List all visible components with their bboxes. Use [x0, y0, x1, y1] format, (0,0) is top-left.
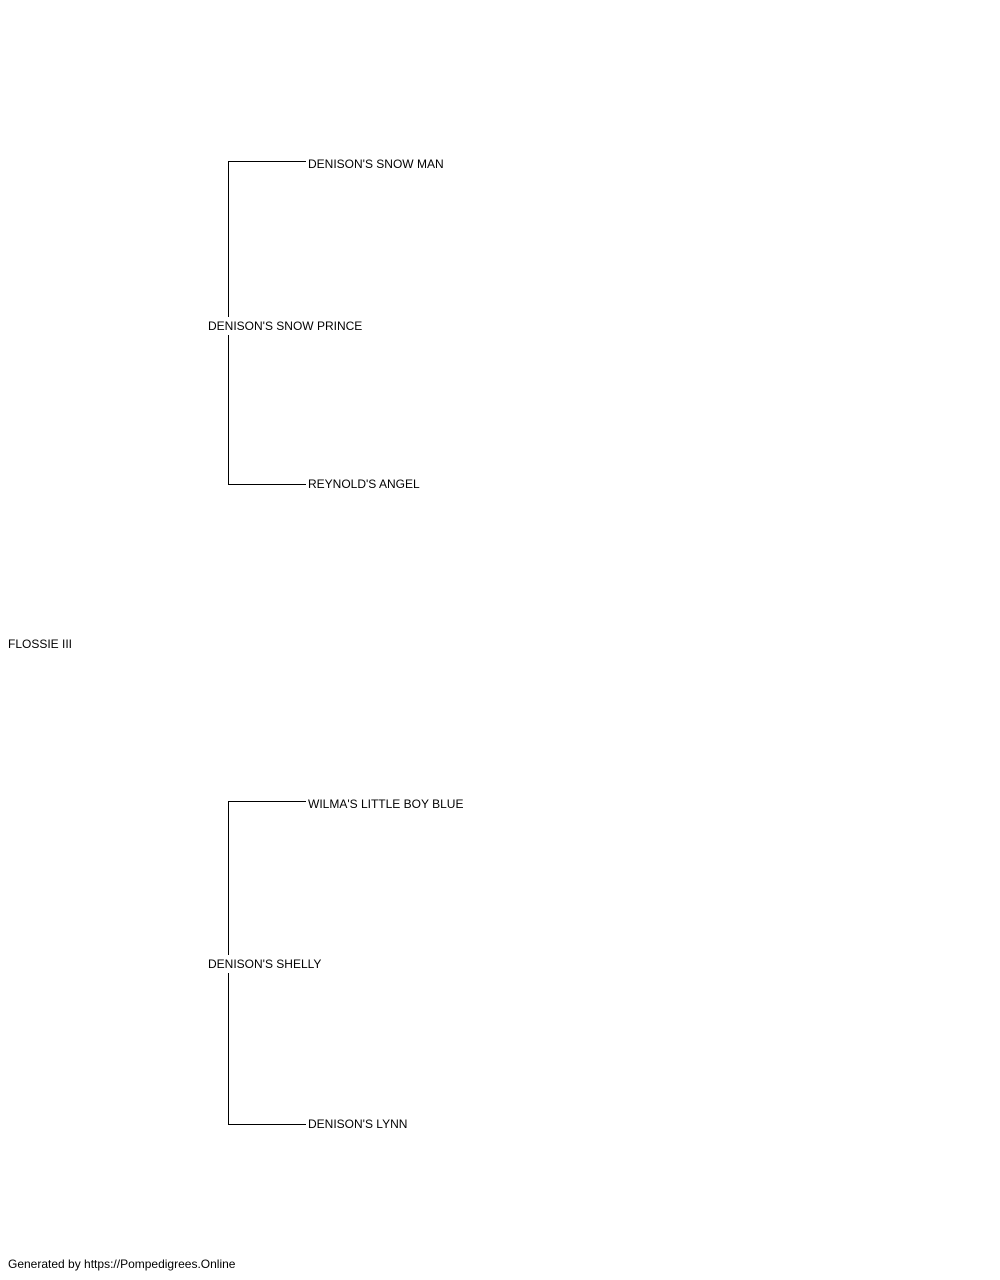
sire-branch-bottom-connector: [228, 484, 306, 485]
dam-branch-top-connector: [228, 801, 306, 802]
sire-branch-top-connector: [228, 161, 306, 162]
dam-branch-bottom-connector: [228, 1124, 306, 1125]
subject-name: FLOSSIE III: [8, 637, 73, 651]
footer-credit: Generated by https://Pompedigrees.Online: [8, 1257, 236, 1271]
maternal-grandsire-name: WILMA'S LITTLE BOY BLUE: [308, 797, 464, 811]
paternal-granddam-name: REYNOLD'S ANGEL: [308, 477, 420, 491]
maternal-granddam-name: DENISON'S LYNN: [308, 1117, 408, 1131]
paternal-grandsire-name: DENISON'S SNOW MAN: [308, 157, 444, 171]
sire-name: DENISON'S SNOW PRINCE: [208, 317, 363, 335]
dam-name: DENISON'S SHELLY: [208, 955, 322, 973]
